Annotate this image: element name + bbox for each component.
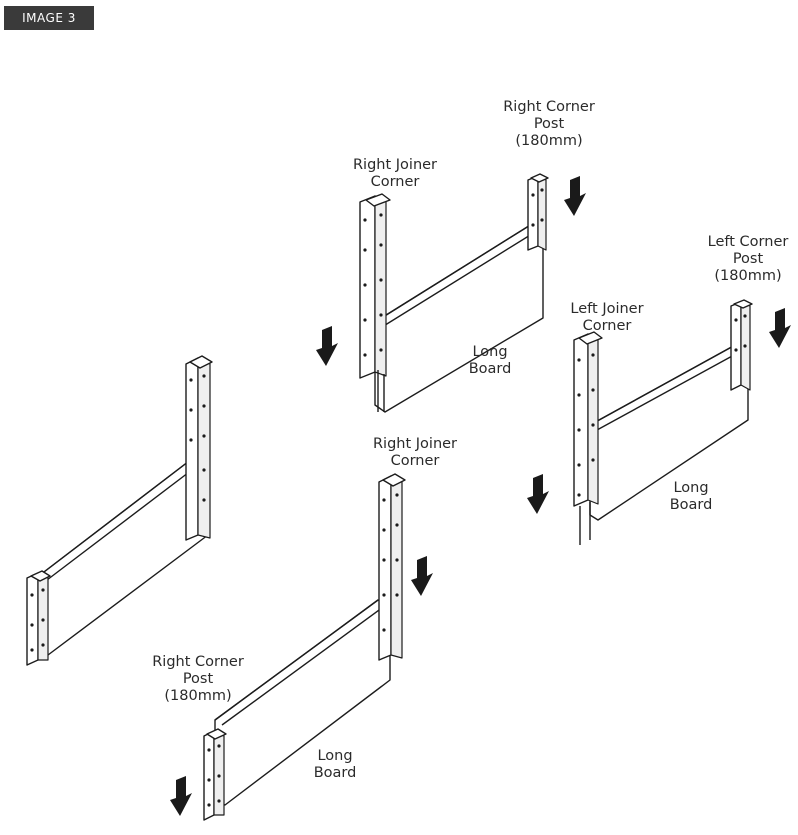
down-arrow-icon [170,776,192,816]
assembly-right [573,299,753,545]
joiner-corner-left-back [185,355,213,541]
down-arrow-icon [564,176,586,216]
left-corner-post-part [730,299,753,391]
right-corner-post-part-top [527,173,549,251]
assembly-top-center [359,173,549,413]
assembly-bottom [203,473,406,821]
left-joiner-corner-part [573,331,603,545]
label-left-corner-post: Left Corner Post (180mm) [707,234,789,284]
image-number-badge: IMAGE 3 [4,6,94,30]
corner-post-left-front [26,570,51,666]
label-right-joiner-corner-top: Right Joiner Corner [352,157,438,190]
label-long-board-bottom: Long Board [313,748,357,781]
label-right-corner-post-top: Right Corner Post (180mm) [503,99,595,149]
down-arrow-icon [527,474,549,514]
label-long-board-right: Long Board [669,480,713,513]
long-board-top [374,223,544,413]
label-long-board-top: Long Board [468,344,512,377]
down-arrow-icon [316,326,338,366]
label-left-joiner-corner: Left Joiner Corner [570,301,644,334]
right-joiner-corner-part-bottom [378,473,406,661]
label-right-corner-post-bottom: Right Corner Post (180mm) [152,654,244,704]
label-right-joiner-corner-bottom: Right Joiner Corner [372,436,458,469]
down-arrow-icon [769,308,791,348]
right-corner-post-part-bottom [203,728,227,821]
assembly-left [26,355,213,666]
right-joiner-corner-part-top [359,193,391,412]
down-arrow-icon [411,556,433,596]
